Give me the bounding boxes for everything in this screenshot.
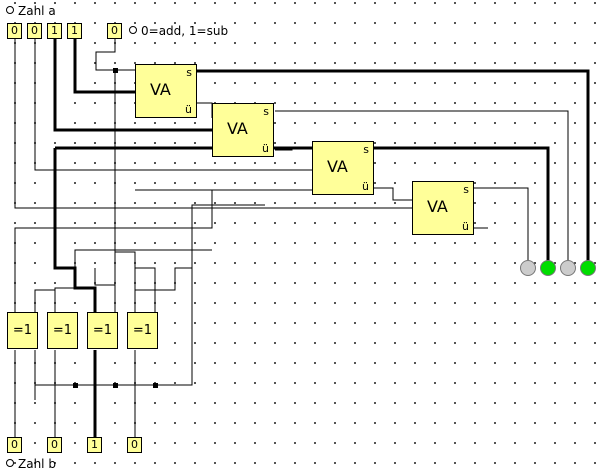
active-wire bbox=[197, 69, 590, 262]
junction bbox=[73, 383, 78, 388]
active-wire bbox=[53, 148, 97, 312]
active-wire bbox=[73, 38, 135, 94]
input-a-bit-3[interactable]: 0 bbox=[7, 23, 22, 39]
full-adder-2[interactable]: VA s ü bbox=[212, 103, 274, 157]
wire bbox=[373, 187, 412, 201]
input-a-bit-0[interactable]: 1 bbox=[67, 23, 82, 39]
input-b-bit-1[interactable]: 1 bbox=[87, 437, 102, 453]
output-led-1[interactable] bbox=[540, 260, 556, 276]
port-circle-icon bbox=[6, 6, 14, 14]
junction bbox=[113, 383, 118, 388]
full-adder-1[interactable]: VA s ü bbox=[135, 64, 197, 118]
wire bbox=[14, 189, 312, 312]
mode-label: 0=add, 1=sub bbox=[129, 24, 228, 38]
input-b-bit-0[interactable]: 0 bbox=[127, 437, 142, 453]
input-a-bit-1[interactable]: 1 bbox=[47, 23, 62, 39]
zahl-b-label: Zahl b bbox=[6, 457, 56, 471]
wire bbox=[94, 268, 116, 312]
xor-gate-3[interactable]: =1 bbox=[87, 312, 118, 349]
junction bbox=[113, 68, 118, 73]
xor-gate-1[interactable]: =1 bbox=[7, 312, 38, 349]
mode-switch[interactable]: 0 bbox=[107, 23, 122, 39]
wire bbox=[34, 289, 55, 312]
port-circle-icon bbox=[6, 459, 14, 467]
wire bbox=[275, 110, 569, 262]
full-adder-4[interactable]: VA s ü bbox=[412, 181, 474, 235]
wire bbox=[54, 249, 212, 312]
wire bbox=[197, 102, 213, 118]
active-wire bbox=[53, 38, 212, 132]
wire bbox=[134, 204, 265, 312]
wire bbox=[95, 38, 156, 312]
input-a-bit-2[interactable]: 0 bbox=[27, 23, 42, 39]
zahl-a-label: Zahl a bbox=[6, 4, 56, 18]
wire bbox=[34, 38, 312, 171]
input-b-bit-2[interactable]: 0 bbox=[47, 437, 62, 453]
xor-gate-2[interactable]: =1 bbox=[47, 312, 78, 349]
junction bbox=[153, 383, 158, 388]
output-led-2[interactable] bbox=[560, 260, 576, 276]
input-b-bit-3[interactable]: 0 bbox=[7, 437, 22, 453]
wire bbox=[14, 38, 412, 209]
active-wire bbox=[373, 146, 550, 262]
full-adder-3[interactable]: VA s ü bbox=[312, 141, 374, 195]
port-circle-icon bbox=[129, 26, 137, 34]
output-led-3[interactable] bbox=[580, 260, 596, 276]
wire bbox=[473, 187, 529, 262]
xor-gate-4[interactable]: =1 bbox=[127, 312, 158, 349]
output-led-0[interactable] bbox=[520, 260, 536, 276]
